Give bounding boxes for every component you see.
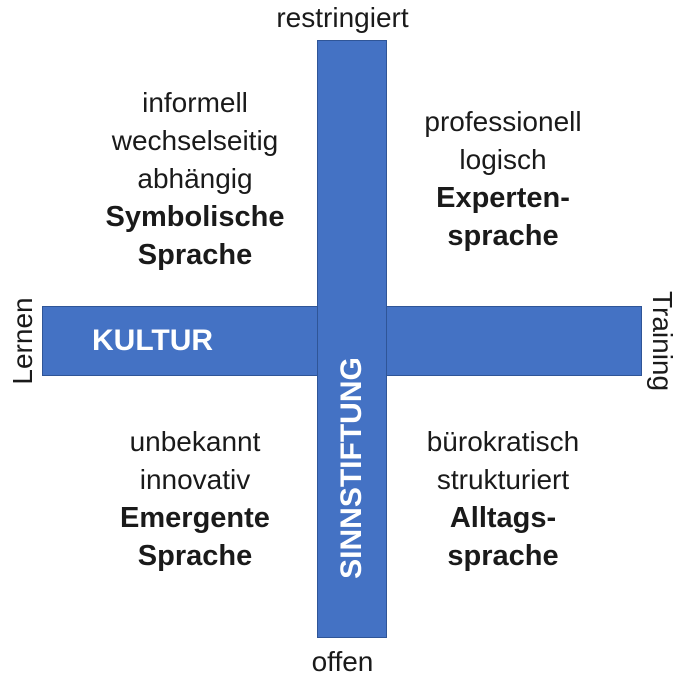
quadrant-title: sprache [447, 220, 559, 252]
quadrant-line: bürokratisch [426, 426, 580, 457]
quadrant-line: informell [142, 87, 248, 118]
quadrant-bottom-left: unbekannt innovativ Emergente Sprache [60, 423, 330, 575]
quadrant-line: innovativ [139, 464, 251, 495]
quadrant-title: Sprache [137, 239, 253, 271]
quadrant-line: logisch [459, 144, 547, 175]
quadrant-title: sprache [447, 540, 559, 572]
axis-label-right: Training [647, 290, 678, 392]
axis-label-bottom: offen [311, 646, 374, 677]
quadrant-title: Emergente [120, 502, 270, 534]
quadrant-title: Symbolische [105, 201, 285, 233]
axis-label-top: restringiert [276, 2, 409, 33]
quadrant-title: Alltags- [449, 502, 557, 534]
quadrant-line: abhängig [137, 163, 253, 194]
quadrant-top-left: informell wechselseitig abhängig Symboli… [60, 84, 330, 274]
vertical-bar [317, 40, 387, 638]
horizontal-bar-label: KULTUR [92, 324, 214, 357]
quadrant-line: strukturiert [436, 464, 570, 495]
quadrant-line: wechselseitig [111, 125, 279, 156]
quadrant-line: unbekannt [129, 426, 261, 457]
quadrant-title: Experten- [436, 182, 570, 214]
axis-label-left: Lernen [7, 297, 38, 385]
vertical-bar-label: SINNSTIFTUNG [335, 357, 368, 579]
quadrant-bottom-right: bürokratisch strukturiert Alltags- sprac… [368, 423, 638, 575]
quadrant-top-right: professionell logisch Experten- sprache [368, 103, 638, 255]
quadrant-line: professionell [424, 106, 582, 137]
quadrant-title: Sprache [137, 540, 253, 572]
